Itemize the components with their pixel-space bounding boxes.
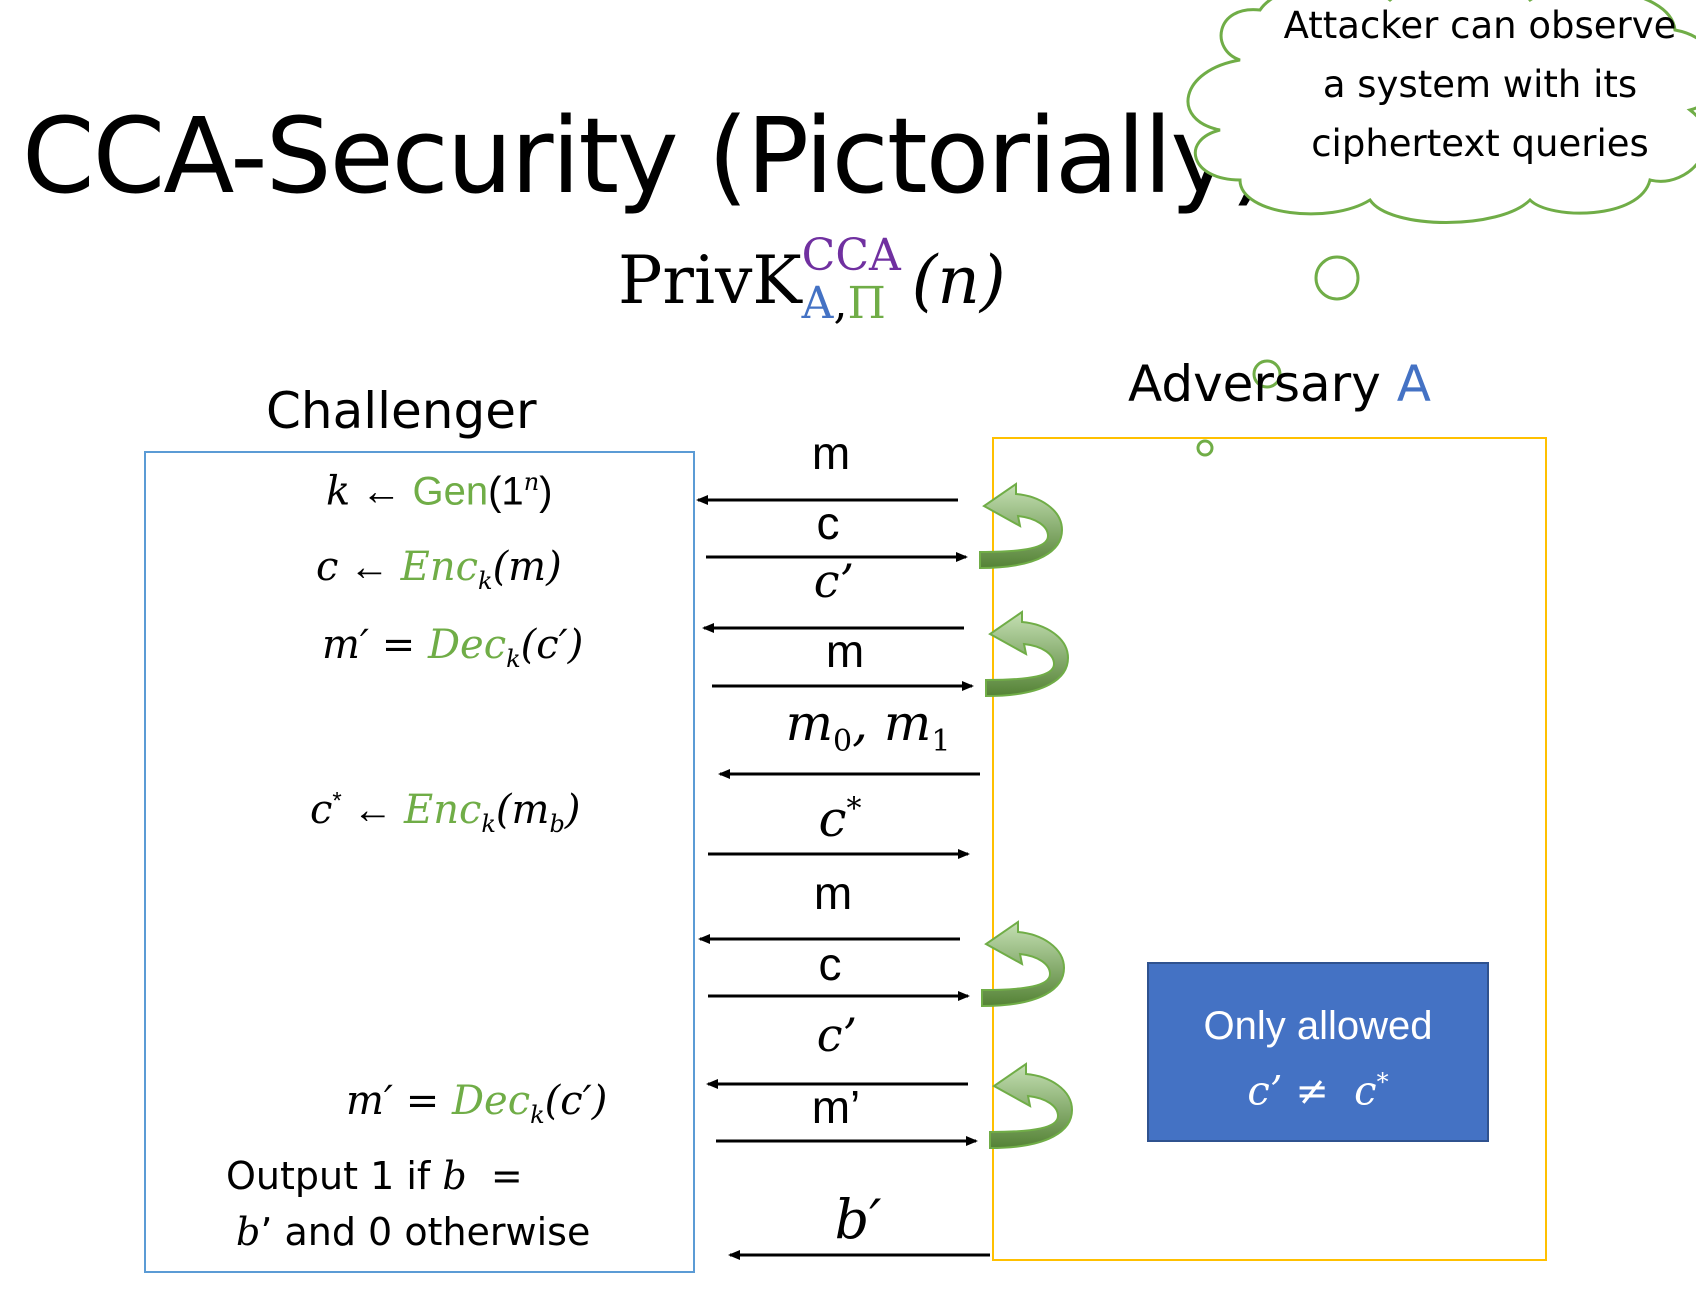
challenger-title: Challenger bbox=[266, 382, 537, 440]
challenger-output: Output 1 if b = b’ and 0 otherwise bbox=[226, 1148, 590, 1260]
challenger-step-keygen: k ← Gen(1n) bbox=[326, 468, 553, 515]
curl-arrow-3-icon bbox=[981, 921, 1065, 1007]
msg-c-2: c bbox=[818, 938, 842, 990]
msg-m-2: m bbox=[825, 625, 865, 677]
page-title: CCA-Security (Pictorially) bbox=[22, 95, 1271, 217]
experiment-base: PrivK bbox=[618, 242, 802, 319]
thought-cloud bbox=[1186, 0, 1696, 301]
challenger-step-decrypt: m′ = Deck(c′) bbox=[322, 622, 584, 673]
msg-cprime-1: c’ bbox=[813, 554, 855, 608]
msg-m0-m1: m0, m1 bbox=[785, 694, 951, 759]
constraint-line-1: Only allowed bbox=[1203, 1004, 1433, 1048]
msg-mprime: m’ bbox=[811, 1081, 861, 1133]
msg-m-1: m bbox=[811, 427, 851, 479]
msg-cprime-2: c’ bbox=[816, 1008, 858, 1062]
cloud-line-1: Attacker can observe bbox=[1283, 4, 1677, 47]
experiment-sup: CCA bbox=[801, 230, 901, 281]
thought-bubble-tiny bbox=[1196, 439, 1214, 457]
challenger-step-decrypt-2: m′ = Deck(c′) bbox=[346, 1078, 608, 1129]
constraint-line-2: c’ ≠ c* bbox=[1247, 1068, 1389, 1115]
curl-arrow-4-icon bbox=[989, 1063, 1073, 1149]
msg-bprime: b′ bbox=[834, 1188, 882, 1251]
curl-arrow-1-icon bbox=[979, 483, 1063, 569]
curl-arrow-2-icon bbox=[985, 611, 1069, 697]
thought-bubble-small bbox=[1252, 359, 1282, 389]
adversary-title: Adversary A bbox=[1128, 355, 1431, 413]
adversary-box bbox=[992, 437, 1547, 1261]
cloud-line-2: a system with its bbox=[1322, 63, 1638, 106]
output-line-1: Output 1 if b = bbox=[226, 1154, 523, 1198]
msg-cstar: c* bbox=[818, 790, 862, 848]
msg-m-3: m bbox=[813, 867, 853, 919]
challenger-step-encrypt: c ← Enck(m) bbox=[316, 544, 562, 595]
experiment-sub-comma: , bbox=[833, 278, 848, 329]
constraint-box: Only allowed c’ ≠ c* bbox=[1147, 962, 1489, 1142]
cloud-line-3: ciphertext queries bbox=[1311, 122, 1649, 165]
challenger-box bbox=[144, 451, 695, 1273]
experiment-notation: PrivK CCA A,Π (n) bbox=[618, 230, 1006, 329]
cloud-text: Attacker can observe a system with its c… bbox=[1260, 0, 1696, 173]
experiment-sub-pi: Π bbox=[847, 278, 886, 329]
msg-c-1: c bbox=[816, 497, 840, 549]
challenger-step-challenge: c* ← Enck(mb) bbox=[310, 787, 581, 838]
experiment-arg: (n) bbox=[911, 242, 1006, 319]
experiment-sub-a: A bbox=[801, 278, 834, 329]
output-line-2: b’ and 0 otherwise bbox=[236, 1210, 591, 1254]
